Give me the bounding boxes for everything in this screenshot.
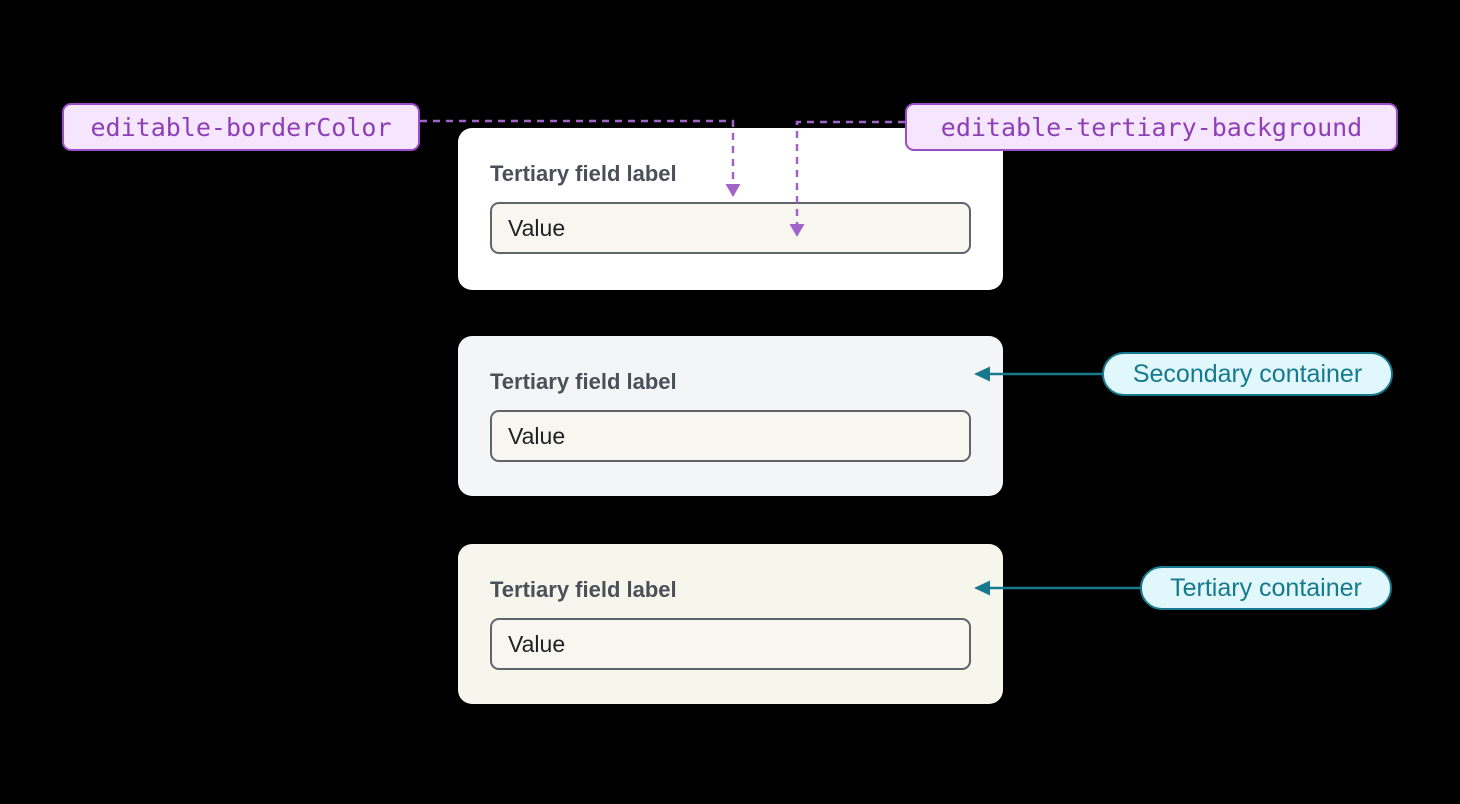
token-label-tertiary-background: editable-tertiary-background xyxy=(905,103,1398,151)
field-card-secondary: Tertiary field label xyxy=(458,336,1003,496)
token-label-bordercolor: editable-borderColor xyxy=(62,103,420,151)
container-label-text: Tertiary container xyxy=(1170,573,1362,602)
field-card-tertiary: Tertiary field label xyxy=(458,544,1003,704)
container-label-tertiary: Tertiary container xyxy=(1140,566,1392,610)
field-label: Tertiary field label xyxy=(490,369,677,394)
container-label-text: Secondary container xyxy=(1132,359,1363,388)
field-label: Tertiary field label xyxy=(490,161,677,186)
text-field[interactable] xyxy=(490,618,971,670)
token-label-text: editable-borderColor xyxy=(90,112,392,142)
text-field[interactable] xyxy=(490,202,971,254)
field-label: Tertiary field label xyxy=(490,577,677,602)
field-card-default: Tertiary field label xyxy=(458,128,1003,290)
container-label-secondary: Secondary container xyxy=(1102,352,1393,396)
token-label-text: editable-tertiary-background xyxy=(940,112,1363,142)
text-field[interactable] xyxy=(490,410,971,462)
